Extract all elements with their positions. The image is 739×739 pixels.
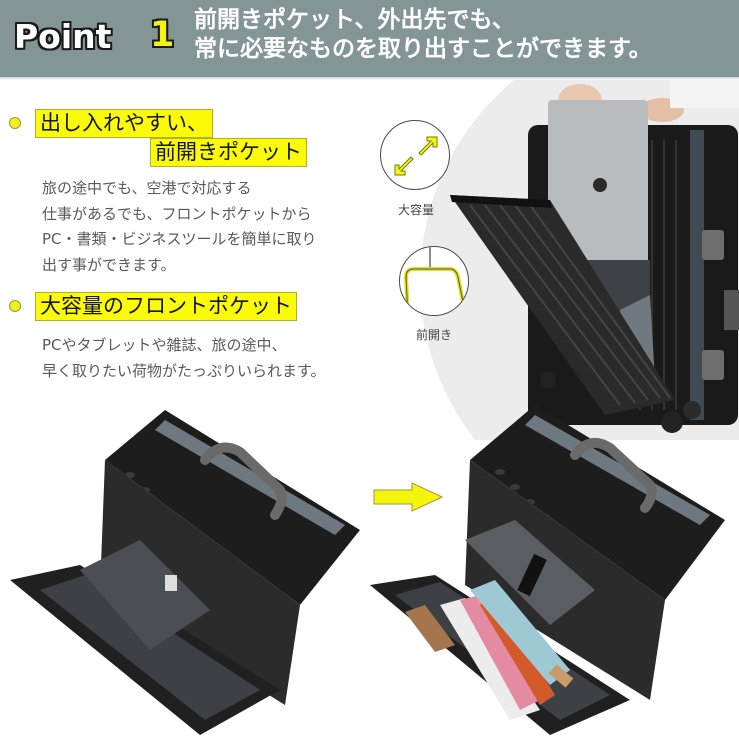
right-arrow-icon (373, 482, 444, 512)
capacity-icon-circle (380, 120, 450, 190)
hero-suitcase-image (450, 80, 739, 433)
point-number: 1 (150, 15, 175, 55)
headline-line-2: 常に必要なものを取り出すことができます。 (194, 36, 652, 62)
feature-1-title-line1: 出し入れやすい、 (35, 109, 213, 138)
feature-1-body-line: PC・書類・ビジネスツールを簡単に取り (42, 230, 317, 248)
expand-arrows-icon (394, 136, 438, 176)
front-open-icon-circle (399, 246, 469, 316)
point-label: Point (14, 17, 112, 56)
feature-1-body-line: 仕事があるでも、フロントポケットから (42, 204, 312, 223)
feature-1-body-line: 旅の途中でも、空港で対応する (42, 179, 252, 197)
front-open-icon (403, 247, 468, 315)
banner-divider (0, 77, 739, 80)
capacity-icon-caption: 大容量 (398, 203, 435, 217)
bullet-dot-2 (9, 300, 21, 312)
feature-2-body-line: 早く取りたい荷物がたっぷりいられます。 (42, 361, 326, 380)
feature-2-title: 大容量のフロントポケット (35, 292, 297, 321)
feature-1-title-line2: 前開きポケット (150, 138, 307, 167)
headline: 前開きポケット、外出先でも、 常に必要なものを取り出すことができます。 (194, 6, 652, 64)
after-suitcase-image (370, 405, 725, 735)
feature-1-body: 旅の途中でも、空港で対応する 仕事があるでも、フロントポケットから PC・書類・… (42, 176, 317, 278)
bullet-dot-1 (9, 117, 21, 129)
feature-2-body-line: PCやタブレットや雑誌、旅の途中、 (42, 336, 287, 354)
feature-2-body: PCやタブレットや雑誌、旅の途中、 早く取りたい荷物がたっぷりいられます。 (42, 333, 326, 384)
before-suitcase-image (10, 410, 360, 735)
feature-1-body-line: 出す事ができます。 (42, 255, 176, 274)
header-banner: Point 1 前開きポケット、外出先でも、 常に必要なものを取り出すことができ… (0, 0, 739, 77)
headline-line-1: 前開きポケット、外出先でも、 (194, 7, 515, 33)
front-open-icon-caption: 前開き (416, 328, 453, 342)
